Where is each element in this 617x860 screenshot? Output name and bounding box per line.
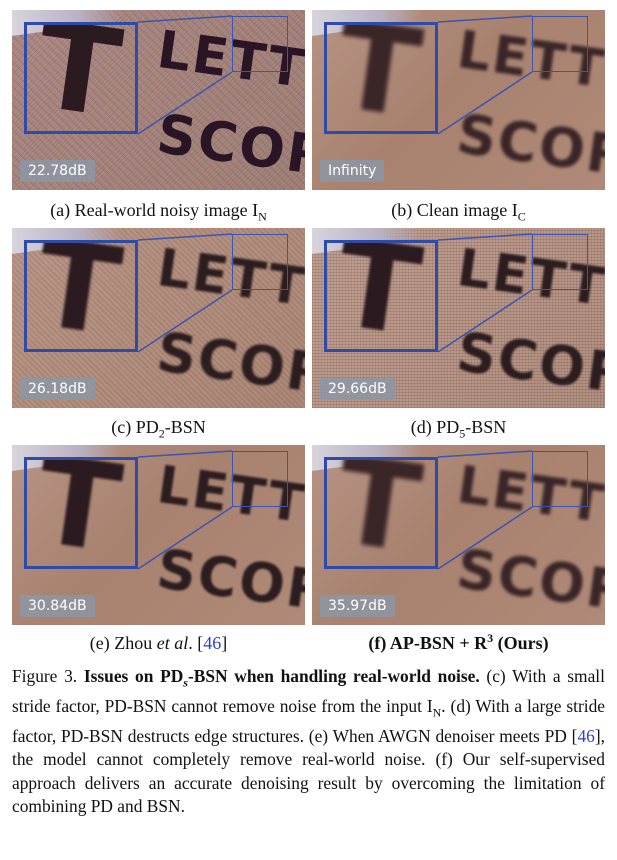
caption-text-c: (c) With a small stride factor, PD-BSN c…: [12, 666, 605, 716]
psnr-badge: 22.78dB: [20, 160, 95, 182]
zoom-inset: T: [24, 22, 138, 134]
panel-d-pd5-bsn: LETT SCOR T 29.66dB: [312, 228, 605, 408]
panel-e-zhou: LETT SCOR T 30.84dB: [12, 445, 305, 625]
figure-caption: Figure 3. Issues on PDs-BSN when handlin…: [12, 666, 605, 817]
caption-f: (f) AP-BSN + R3 (Ours): [368, 631, 549, 653]
zoom-source-box: [532, 451, 588, 507]
zoom-inset: T: [24, 457, 138, 569]
caption-text-e: ], the model cannot completely remove re…: [12, 725, 605, 817]
caption-e: (e) Zhou et al. [46]: [89, 633, 228, 653]
zoom-source-box: [232, 234, 288, 290]
panel-a-noisy-image: LETT SCOR T 22.78dB: [12, 10, 305, 190]
zoom-connector-lines: [137, 15, 233, 135]
panel-b-clean-image: LETT SCOR T Infinity: [312, 10, 605, 190]
zoom-connector-lines: [437, 450, 533, 570]
panel-c-pd2-bsn: LETT SCOR T 26.18dB: [12, 228, 305, 408]
zoom-connector-lines: [437, 15, 533, 135]
zoom-inset: T: [324, 240, 438, 352]
psnr-badge: 35.97dB: [320, 595, 395, 617]
zoom-source-box: [532, 234, 588, 290]
figure-label: Figure 3.: [12, 666, 78, 686]
caption-c: (c) PD2-BSN: [111, 417, 206, 441]
zoom-source-box: [232, 16, 288, 72]
zoom-inset: T: [24, 240, 138, 352]
zoom-inset: T: [324, 22, 438, 134]
psnr-badge: Infinity: [320, 160, 385, 182]
psnr-badge: 30.84dB: [20, 595, 95, 617]
zoom-source-box: [532, 16, 588, 72]
caption-b: (b) Clean image IC: [391, 200, 526, 224]
citation-link[interactable]: 46: [577, 725, 595, 746]
zoom-connector-lines: [137, 233, 233, 353]
caption-a: (a) Real-world noisy image IN: [50, 200, 267, 224]
figure-title: Issues on PDs-BSN when handling real-wor…: [83, 666, 480, 690]
zoom-source-box: [232, 451, 288, 507]
psnr-badge: 29.66dB: [320, 378, 395, 400]
zoom-connector-lines: [437, 233, 533, 353]
psnr-badge: 26.18dB: [20, 378, 95, 400]
caption-d: (d) PD5-BSN: [410, 417, 507, 441]
panel-f-ours: LETT SCOR T 35.97dB: [312, 445, 605, 625]
zoom-connector-lines: [137, 450, 233, 570]
caption-text-d: . (d) With a large stride factor, PD-BSN…: [12, 695, 605, 746]
zoom-inset: T: [324, 457, 438, 569]
